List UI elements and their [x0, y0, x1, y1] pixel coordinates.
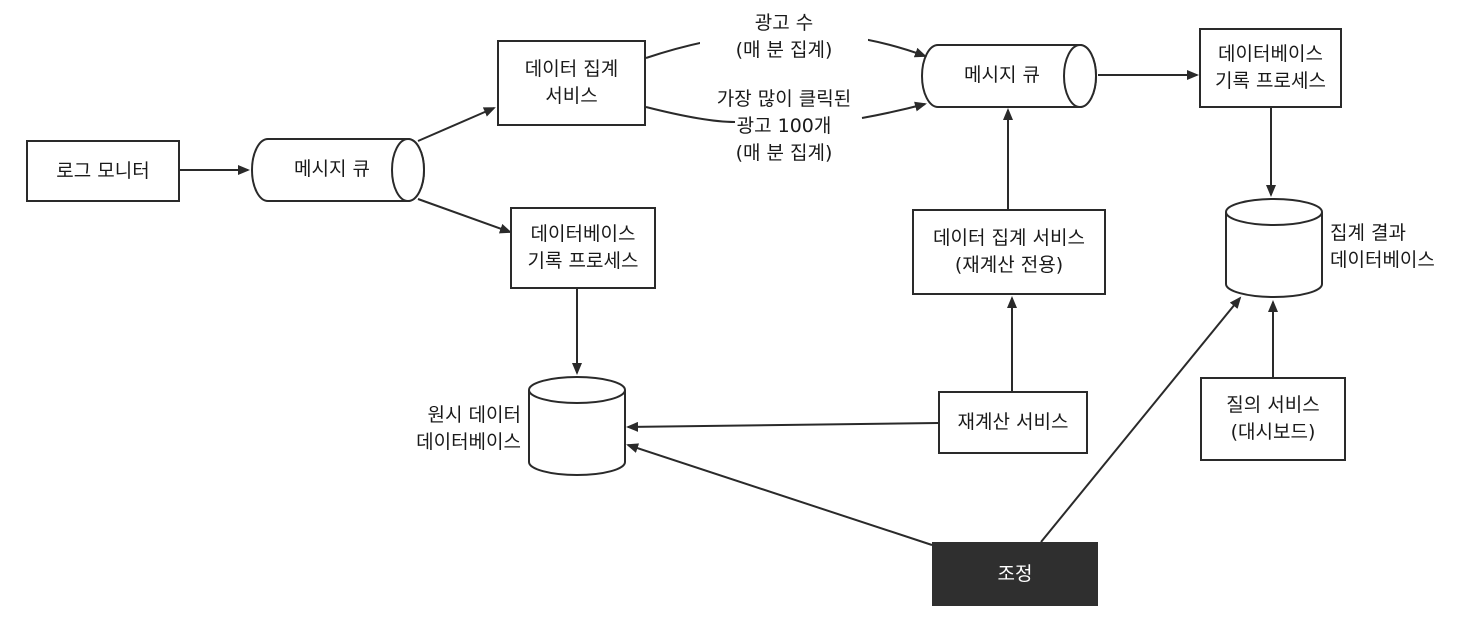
reconciliation-box: 조정 — [932, 542, 1098, 606]
arrow-queue1-to-dbwriter1 — [417, 198, 512, 234]
message-queue-1-shape — [251, 138, 425, 202]
aggregation-service-box: 데이터 집계 서비스 — [497, 40, 646, 126]
db-writer-2-label: 데이터베이스 기록 프로세스 — [1215, 43, 1326, 92]
arrow-queue1-to-aggregation — [417, 107, 496, 142]
recalc-service-box: 재계산 서비스 — [938, 391, 1088, 454]
db-writer-1-box: 데이터베이스 기록 프로세스 — [510, 207, 656, 289]
raw-db-cylinder — [528, 376, 626, 476]
log-monitor-label: 로그 모니터 — [56, 159, 150, 182]
aggregation-service-label: 데이터 집계 서비스 — [524, 58, 619, 107]
ad-count-edge-label: 광고 수 (매 분 집계) — [700, 10, 868, 64]
raw-db-label: 원시 데이터 데이터베이스 — [416, 404, 521, 453]
message-queue-2-shape — [921, 44, 1097, 108]
arrow-recalc-to-rawdb — [626, 421, 939, 432]
db-writer-1-label: 데이터베이스 기록 프로세스 — [527, 223, 639, 272]
arrow-reconcile-to-rawdb — [626, 443, 933, 546]
arrow-reconcile-to-aggdb — [1040, 296, 1242, 543]
aggregation-recalc-box: 데이터 집계 서비스 (재계산 전용) — [912, 209, 1106, 295]
reconciliation-label: 조정 — [997, 562, 1033, 585]
log-monitor-box: 로그 모니터 — [26, 140, 180, 202]
message-queue-2-label: 메시지 큐 — [964, 64, 1040, 86]
aggregated-db-cylinder — [1225, 198, 1323, 298]
query-service-box: 질의 서비스 (대시보드) — [1200, 377, 1346, 461]
message-queue-1-label: 메시지 큐 — [294, 158, 370, 180]
arrow-aggregation-to-queue2-bottom — [645, 104, 925, 123]
db-writer-2-box: 데이터베이스 기록 프로세스 — [1199, 28, 1342, 108]
recalc-service-label: 재계산 서비스 — [957, 411, 1069, 433]
aggregated-db-label: 집계 결과 데이터베이스 — [1330, 222, 1435, 271]
aggregation-recalc-label: 데이터 집계 서비스 (재계산 전용) — [933, 227, 1085, 276]
top-100-edge-label: 가장 많이 클릭된 광고 100개 (매 분 집계) — [716, 88, 852, 164]
query-service-label: 질의 서비스 (대시보드) — [1226, 394, 1320, 443]
